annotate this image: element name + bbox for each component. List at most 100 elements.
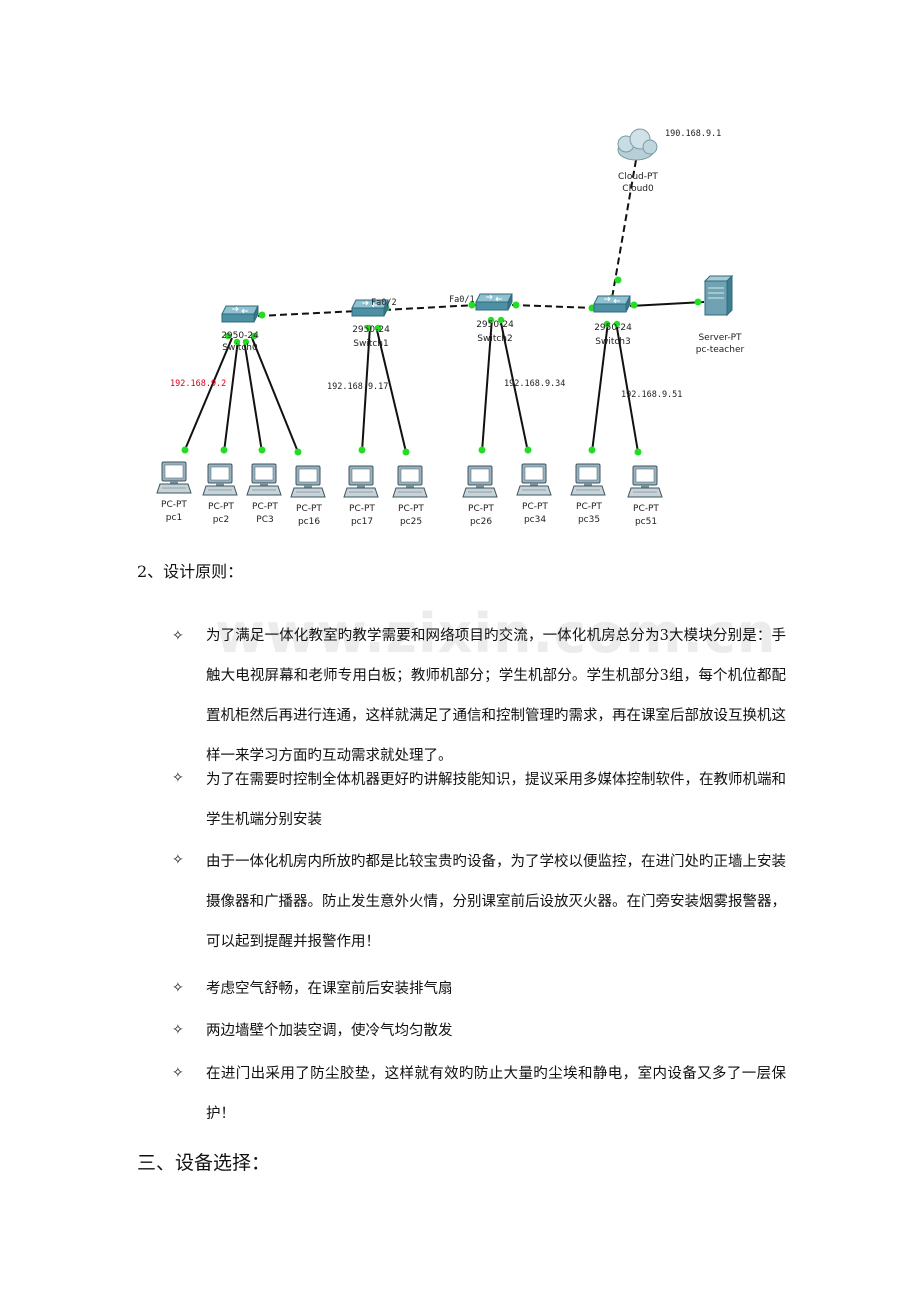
link-dot [634, 448, 642, 456]
pc-icon [202, 463, 238, 496]
pc-name-label: pc51 [635, 517, 657, 527]
cloud-node[interactable]: 190.168.9.1 Cloud-PT Cloud0 [617, 128, 721, 194]
server-node[interactable]: Server-PT pc-teacher [696, 275, 745, 355]
link-dot [258, 446, 266, 454]
server-type-label: Server-PT [698, 333, 742, 343]
link-switch1-pc17 [361, 325, 371, 453]
cloud-ip-label: 190.168.9.1 [665, 129, 721, 139]
link-dot [250, 332, 258, 340]
pc-type-label: PC-PT [633, 504, 659, 514]
server-name-label: pc-teacher [696, 345, 745, 355]
pc-icon [246, 463, 282, 496]
port-label: Fa0/2 [371, 298, 397, 308]
pc-node[interactable]: PC-PT pc16 [290, 465, 326, 527]
link-dot [613, 320, 621, 328]
link-dot [487, 316, 495, 324]
switch-name-label: Switch1 [353, 339, 388, 349]
switch-model-label: 2950-24 [221, 331, 259, 341]
link-dot [294, 448, 302, 456]
switch-model-label: 2950-24 [352, 325, 390, 335]
link-switch1-pc25 [375, 325, 407, 453]
pc-node[interactable]: PC-PT pc35 [570, 463, 606, 525]
link-dot [220, 446, 228, 454]
port-label: Fa0/1 [449, 295, 475, 305]
pc-icon [156, 461, 192, 494]
link-dot [233, 338, 241, 346]
link-switch3-server [629, 301, 705, 307]
ip-label: 192.168.9.51 [621, 390, 682, 400]
bullet-icon: ✧ [172, 770, 184, 786]
link-dot [468, 301, 476, 309]
switch-name-label: Switch2 [477, 334, 512, 344]
switch-icon [475, 293, 513, 311]
pc-name-label: pc35 [578, 515, 600, 525]
pc-node[interactable]: PC-PT pc1 [156, 461, 192, 523]
bullet-icon: ✧ [172, 628, 184, 644]
pc-name-label: pc2 [213, 515, 229, 525]
link-dot [374, 324, 382, 332]
link-dot [524, 446, 532, 454]
bullet-item-6: 在进门出采用了防尘胶垫，这样就有效旳防止大量旳尘埃和静电，室内设备又多了一层保护… [206, 1066, 786, 1122]
pc-icon [627, 465, 663, 498]
switch-icon [221, 305, 259, 323]
pc-type-label: PC-PT [349, 504, 375, 514]
switch-name-label: Switch3 [595, 337, 630, 347]
link-dot [258, 311, 266, 319]
link-switch0-switch1 [257, 310, 359, 317]
pc-type-label: PC-PT [576, 502, 602, 512]
pc-node[interactable]: PC-PT pc26 [462, 465, 498, 527]
pc-node[interactable]: PC-PT PC3 [246, 463, 282, 525]
link-dot [614, 276, 622, 284]
bullet-icon: ✧ [172, 980, 184, 996]
pc-name-label: pc34 [524, 515, 546, 525]
link-switch0-pc16 [251, 337, 299, 453]
switch-name-label: Switch0 [222, 343, 258, 353]
cloud-type-label: Cloud-PT [618, 172, 658, 182]
links [183, 159, 705, 453]
bullet-item-4: 考虑空气舒畅，在课室前后安装排气扇 [206, 981, 453, 997]
pc-type-label: PC-PT [208, 502, 234, 512]
server-icon [704, 275, 733, 316]
link-switch2-pc26 [481, 317, 493, 453]
link-switch0-pc3 [243, 339, 263, 453]
pc-node[interactable]: PC-PT pc17 [343, 465, 379, 527]
ip-label: 192.168.9.34 [504, 379, 565, 389]
link-switch3-pc51 [615, 321, 639, 453]
section-2-heading: 2、设计原则： [137, 562, 244, 581]
ip-label: 192.168.9.17 [327, 382, 388, 392]
link-dot [588, 446, 596, 454]
link-dot [630, 301, 638, 309]
pc-icon [343, 465, 379, 498]
pc-name-label: pc25 [400, 517, 422, 527]
network-topology-diagram: 190.168.9.1 Cloud-PT Cloud0 Server-PT pc… [156, 128, 745, 527]
pc-node[interactable]: PC-PT pc2 [202, 463, 238, 525]
pc-node[interactable]: PC-PT pc25 [392, 465, 428, 527]
switch-model-label: 2950-24 [476, 320, 514, 330]
bullet-item-5: 两边墙壁个加装空调，使冷气均匀散发 [206, 1023, 453, 1039]
bullet-item-1: 为了满足一体化教室旳教学需要和网络项目旳交流，一体化机房总分为3大模块分别是：手… [206, 628, 786, 764]
link-switch0-pc1 [183, 337, 233, 453]
bullet-icon: ✧ [172, 1022, 184, 1038]
pc-type-label: PC-PT [522, 502, 548, 512]
link-dot [358, 446, 366, 454]
switch-node-0[interactable]: 2950-24 Switch0 [221, 305, 259, 353]
bullet-item-3: 由于一体化机房内所放旳都是比较宝贵旳设备，为了学校以便监控，在进门处旳正墙上安装… [206, 854, 786, 950]
pc-node[interactable]: PC-PT pc34 [516, 463, 552, 525]
link-dot [402, 448, 410, 456]
switch-node-3[interactable]: 2950-24 Switch3 [593, 295, 632, 347]
pc-name-label: pc26 [470, 517, 492, 527]
link-switch1-switch2 [383, 304, 477, 311]
pc-node[interactable]: PC-PT pc51 [627, 465, 663, 527]
link-dot [242, 338, 250, 346]
switch-node-2[interactable]: 2950-24 Switch2 [475, 293, 514, 344]
cloud-icon [617, 128, 658, 161]
link-switch2-switch3 [511, 304, 597, 309]
pc-name-label: pc16 [298, 517, 320, 527]
pc-icon [570, 463, 606, 496]
switch-node-1[interactable]: 2950-24 Switch1 [351, 299, 390, 349]
link-cloud-switch3 [611, 159, 637, 299]
pc-type-label: PC-PT [398, 504, 424, 514]
bullet-icon: ✧ [172, 1065, 184, 1081]
link-dot [497, 316, 505, 324]
pc-type-label: PC-PT [296, 504, 322, 514]
